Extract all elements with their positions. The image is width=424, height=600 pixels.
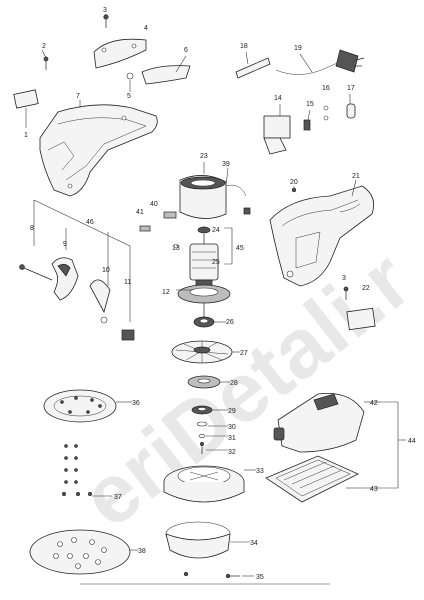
label-44: 44 — [408, 438, 416, 445]
label-46: 46 — [86, 219, 94, 226]
label-37: 37 — [114, 494, 122, 501]
label-3: 3 — [103, 7, 107, 14]
label-16: 16 — [322, 85, 330, 92]
label-2: 2 — [42, 43, 46, 50]
label-17: 17 — [347, 85, 355, 92]
part-19-power-cord — [275, 49, 365, 75]
label-40: 40 — [150, 201, 158, 208]
label-19: 19 — [294, 45, 302, 52]
label-31: 31 — [228, 435, 236, 442]
part-20-screw — [291, 187, 297, 193]
label-15: 15 — [306, 101, 314, 108]
part-29-bearing — [191, 405, 213, 415]
part-32-screw — [200, 442, 204, 454]
part-15-capacitor — [303, 119, 311, 131]
label-34: 34 — [250, 540, 258, 547]
label-27: 27 — [240, 350, 248, 357]
part-42-dust-box-cover — [273, 393, 365, 453]
part-number-labels: 1 2 3 4 5 6 7 8 9 10 11 12 13 14 15 16 1… — [24, 7, 416, 581]
label-10: 10 — [102, 267, 110, 274]
part-26-bearing — [193, 316, 215, 328]
label-39: 39 — [222, 161, 230, 168]
label-38: 38 — [138, 548, 146, 555]
part-16-clip — [323, 105, 329, 121]
part-37-screws — [62, 492, 92, 496]
part-3-screw-right — [343, 286, 349, 300]
label-13: 13 — [172, 245, 180, 252]
label-33: 33 — [256, 468, 264, 475]
label-29: 29 — [228, 408, 236, 415]
part-13-washer — [173, 243, 179, 249]
label-42: 42 — [370, 400, 378, 407]
part-41-brush — [139, 225, 151, 232]
label-24: 24 — [212, 227, 220, 234]
label-41: 41 — [136, 209, 144, 216]
screw-dot — [183, 571, 189, 577]
part-25-armature — [189, 234, 219, 320]
label-43: 43 — [370, 486, 378, 493]
part-27-fan-disc — [171, 340, 233, 364]
label-4: 4 — [144, 25, 148, 32]
part-38-sanding-disc — [29, 529, 131, 575]
part-24-bearing — [197, 226, 211, 234]
label-18: 18 — [240, 43, 248, 50]
pad-screws-column — [64, 444, 78, 484]
label-36: 36 — [132, 400, 140, 407]
leader-lines — [25, 13, 380, 585]
label-9: 9 — [63, 241, 67, 248]
label-5: 5 — [127, 93, 131, 100]
part-21-housing-half — [269, 185, 375, 287]
part-35-screw — [225, 573, 240, 579]
label-30: 30 — [228, 424, 236, 431]
part-12-fan — [177, 284, 231, 304]
part-40-brush-holder — [163, 211, 177, 219]
label-23: 23 — [200, 153, 208, 160]
part-4-cover-plate — [93, 38, 147, 69]
label-11: 11 — [124, 279, 131, 286]
label-12: 12 — [162, 289, 170, 296]
label-8: 8 — [30, 225, 34, 232]
part-1-label-sticker — [13, 89, 39, 109]
part-23-stator — [179, 175, 227, 219]
label-26: 26 — [226, 319, 234, 326]
label-35: 35 — [256, 574, 264, 581]
part-9-switch-lever — [51, 257, 79, 301]
part-39-lead-wires — [225, 184, 251, 215]
label-28: 28 — [230, 380, 238, 387]
label-45: 45 — [236, 245, 244, 252]
part-30-washer — [196, 421, 208, 427]
label-20: 20 — [290, 179, 298, 186]
part-22-label-sticker — [346, 307, 376, 331]
label-32: 32 — [228, 449, 236, 456]
part-14-switch — [263, 115, 291, 155]
part-6-rubber-pad — [141, 65, 191, 85]
part-43-filter-tray — [265, 455, 359, 503]
label-22: 22 — [362, 285, 370, 292]
part-31-circlip — [198, 434, 206, 438]
part-7-housing-half — [39, 104, 158, 197]
part-8-long-screw — [19, 264, 53, 281]
part-2-screw — [43, 56, 49, 70]
label-1: 1 — [24, 132, 28, 139]
part-28-counterweight — [187, 375, 221, 389]
part-36-backing-pad — [43, 389, 117, 423]
part-10-cone-knob — [89, 279, 111, 324]
label-21: 21 — [352, 173, 360, 180]
part-34-dust-skirt — [165, 521, 231, 559]
label-3-right: 3 — [342, 275, 346, 282]
label-14: 14 — [274, 95, 282, 102]
part-17-cable-clamp — [346, 103, 356, 119]
label-6: 6 — [184, 47, 188, 54]
part-11-switch-block — [121, 329, 135, 341]
part-18-handle-grip — [235, 57, 271, 79]
label-25: 25 — [212, 259, 220, 266]
part-5-nut — [126, 72, 134, 80]
part-33-base-plate — [163, 465, 245, 503]
label-7: 7 — [76, 93, 80, 100]
